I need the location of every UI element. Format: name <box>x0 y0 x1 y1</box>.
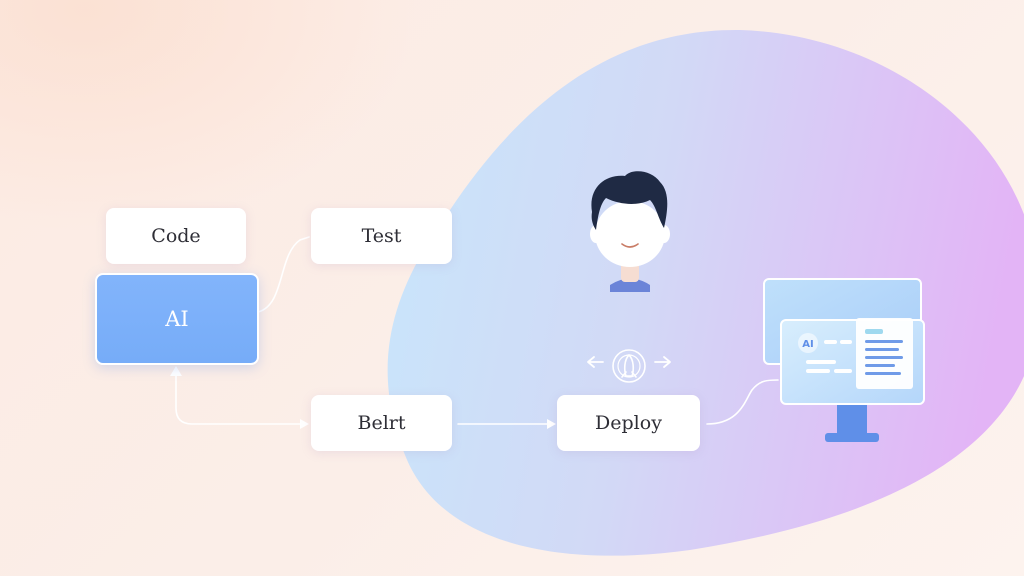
swap-arrows-icon <box>587 356 671 368</box>
connector-ai-to-test <box>257 236 310 313</box>
monitor-badge-text: AI <box>802 339 813 350</box>
node-code[interactable]: Code <box>106 208 246 264</box>
connectors <box>175 236 779 425</box>
rocket-emblem-icon <box>612 349 646 383</box>
node-belrt[interactable]: Belrt <box>311 395 452 451</box>
connector-deploy-to-monitor <box>706 379 779 425</box>
arrowheads <box>170 366 556 429</box>
person-avatar-icon <box>590 171 670 292</box>
arrowhead-up <box>170 366 182 376</box>
arrowhead-to-deploy <box>547 419 556 429</box>
computer-monitor-icon: AI <box>763 278 925 442</box>
node-test[interactable]: Test <box>311 208 452 264</box>
node-deploy[interactable]: Deploy <box>557 395 700 451</box>
arrowhead-to-belrt <box>300 419 309 429</box>
connector-ai-to-belrt <box>175 367 303 425</box>
node-ai[interactable]: AI <box>95 273 259 365</box>
